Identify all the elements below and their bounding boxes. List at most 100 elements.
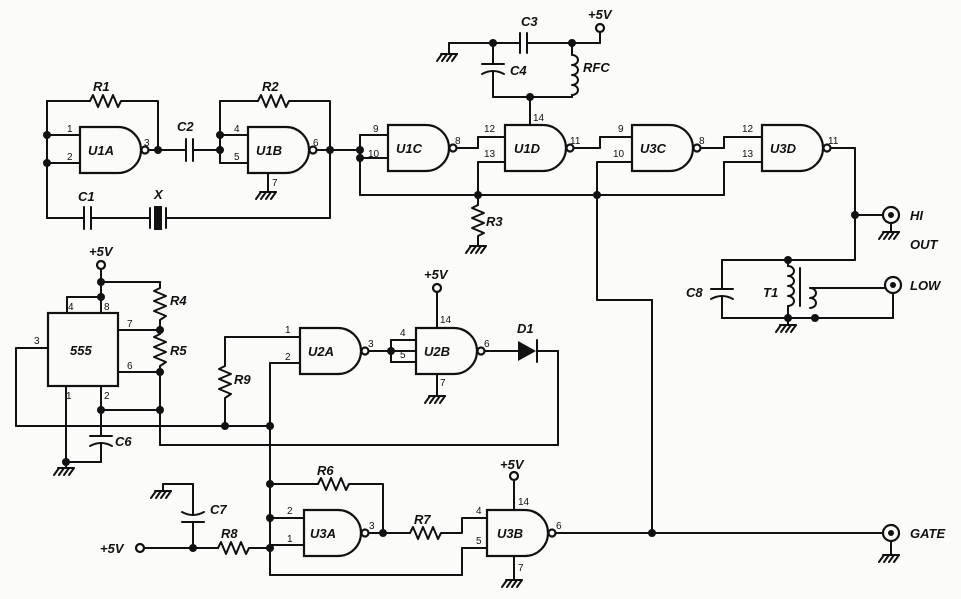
pin-label: 11 [570,136,581,147]
pin-label: 12 [484,124,496,135]
pin-label: 4 [234,124,240,135]
label-c4: C4 [510,63,527,78]
label-r3: R3 [486,214,503,229]
label-c8: C8 [686,285,703,300]
pin-label: 4 [476,506,482,517]
label-r1: R1 [93,79,110,94]
supply-label-5v-u3: +5V [500,457,525,472]
resistor-r8 [217,541,271,555]
u3-gate-section: R6 U3A R7 +5V R8 C7 U3B +5V [100,299,945,588]
pin-label: 1 [67,124,73,135]
pin-label: 3 [144,138,150,149]
label-d1: D1 [517,321,534,336]
pin-label: 2 [287,506,293,517]
label-r6: R6 [317,463,334,478]
pin-label: 9 [618,124,624,135]
pin-label: 9 [373,124,379,135]
pin-label: 14 [533,113,545,124]
label-c3: C3 [521,14,538,29]
pin-label: 13 [484,149,496,160]
gate-label-u1a: U1A [88,143,114,158]
pin-label: 13 [742,149,754,160]
gate-label-u3c: U3C [640,141,667,156]
pin-label: 4 [68,302,74,313]
gate-label-u1b: U1B [256,143,282,158]
label-low: LOW [910,278,942,293]
gate-label-u3d: U3D [770,141,797,156]
pin-label: 6 [127,361,133,372]
label-c7: C7 [210,502,227,517]
pin-label: 11 [828,136,839,147]
pin-label: 3 [34,336,40,347]
pin-label: 5 [400,350,406,361]
label-c1: C1 [78,189,95,204]
pin-label: 4 [400,328,406,339]
crystal-oscillator-section: U1A U1B R1 C2 R2 [43,79,361,230]
pin-label: 6 [313,138,319,149]
label-r2: R2 [262,79,279,94]
ic-555 [46,311,120,388]
pin-label: 8 [699,136,705,147]
pin-label: 7 [440,378,446,389]
pin-label: 3 [369,521,375,532]
label-rfc: RFC [583,60,610,75]
label-c6: C6 [115,434,132,449]
gate-label-u3a: U3A [310,526,336,541]
gate-label-u2b: U2B [424,344,450,359]
pin-label: 2 [67,152,73,163]
pin-label: 6 [484,339,490,350]
pin-label: 1 [66,391,72,402]
resistor-r6 [317,477,384,534]
rf-supply-network: +5V C3 C4 RFC [436,7,613,98]
label-r4: R4 [170,293,187,308]
diode-d1 [518,339,538,363]
crystal-x [149,206,167,230]
pin-label: 5 [234,152,240,163]
label-r5: R5 [170,343,187,358]
resistor-r5 [153,329,167,373]
transformer-t1 [787,265,795,307]
gate-label-u1c: U1C [396,141,423,156]
pin-label: 8 [455,136,461,147]
pin-label: 14 [518,497,530,508]
pin-label: 10 [368,149,380,160]
pin-label: 7 [127,319,133,330]
pin-label: 1 [285,325,291,336]
pin-label: 2 [104,391,110,402]
pin-label: 5 [476,536,482,547]
supply-label-5v-top: +5V [588,7,613,22]
gate-label-u1d: U1D [514,141,541,156]
supply-label-5v-u2: +5V [424,267,449,282]
resistor-r7 [409,517,488,540]
resistor-r1 [46,94,159,151]
gate-label-u2a: U2A [308,344,334,359]
supply-label-5v-input: +5V [100,541,125,556]
u2-section: R9 U2A U2B +5V D1 1 2 3 4 5 14 6 7 [218,267,559,546]
output-section: HI OUT C8 T1 LOW [686,205,942,333]
gate-label-u3b: U3B [497,526,523,541]
resistor-r2 [219,94,331,151]
pin-label: 7 [272,178,278,189]
ic-label-555: 555 [70,343,92,358]
pin-label: 12 [742,124,754,135]
pin-label: 2 [285,352,291,363]
pin-label: 10 [613,149,625,160]
label-x: X [153,187,164,202]
resistor-r4 [153,281,167,331]
label-c2: C2 [177,119,194,134]
label-r9: R9 [234,372,251,387]
pin-label: 6 [556,521,562,532]
label-gate: GATE [910,526,945,541]
gate-chain-section: U1C U1D R3 U3C U3D [356,93,883,301]
pin-label: 8 [104,302,110,313]
label-r8: R8 [221,526,238,541]
inductor-rfc [571,54,579,96]
pin-label: 1 [287,534,293,545]
resistor-r9 [218,336,232,427]
label-t1: T1 [763,285,778,300]
label-out: OUT [910,237,939,252]
label-r7: R7 [414,512,431,527]
label-hi: HI [910,208,923,223]
timer-555-section: 555 +5V R4 R5 C6 [15,244,559,476]
